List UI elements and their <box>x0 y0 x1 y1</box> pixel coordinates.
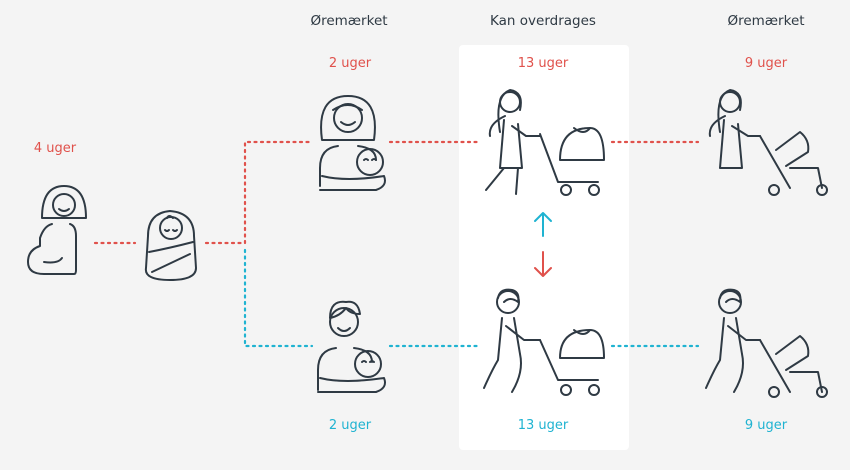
label-mother-transferable: 13 uger <box>517 56 569 71</box>
woman-with-stroller-icon <box>708 89 828 196</box>
arrow-up-icon <box>534 212 552 237</box>
swaddled-baby-icon <box>144 210 197 281</box>
mother-holding-baby-icon <box>319 95 386 191</box>
arrow-down-icon <box>534 251 552 277</box>
pregnant-woman-icon <box>27 185 87 275</box>
woman-with-pram-icon <box>485 89 605 196</box>
label-pregnancy-weeks: 4 uger <box>33 141 77 156</box>
header-earmarked-left: Øremærket <box>310 13 388 29</box>
header-earmarked-right: Øremærket <box>727 13 805 29</box>
label-mother-earmarked-last: 9 uger <box>744 56 788 71</box>
label-father-transferable: 13 uger <box>517 418 569 433</box>
man-with-stroller-icon <box>705 288 828 398</box>
connectors <box>93 140 700 348</box>
father-holding-baby-icon <box>317 300 386 393</box>
man-with-pram-icon <box>483 288 605 396</box>
connector-baby-father <box>243 248 314 348</box>
label-father-earmarked-last: 9 uger <box>744 418 788 433</box>
label-mother-earmarked-first: 2 uger <box>328 56 372 71</box>
header-transferable: Kan overdrages <box>490 13 596 29</box>
connector-baby-split <box>204 140 314 245</box>
label-father-earmarked-first: 2 uger <box>328 418 372 433</box>
